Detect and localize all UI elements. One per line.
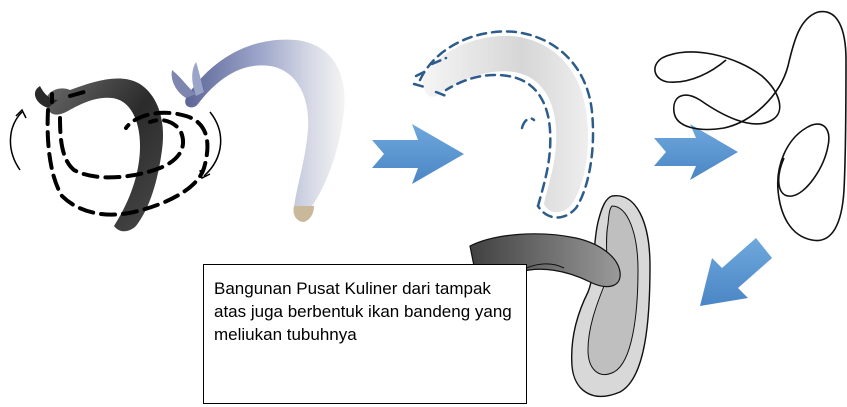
milkfish-photo	[172, 40, 345, 222]
caption-box: Bangunan Pusat Kuliner dari tampak atas …	[203, 264, 527, 404]
dark-fish-dashed-outline	[48, 92, 208, 215]
rotation-arrow-left-icon	[10, 110, 26, 170]
block-arrow-2-icon	[654, 124, 738, 180]
caption-text: Bangunan Pusat Kuliner dari tampak atas …	[214, 279, 512, 344]
block-arrow-1-icon	[372, 124, 464, 184]
white-fish-silhouette	[423, 36, 588, 212]
block-arrow-3-icon	[700, 238, 772, 306]
line-sketch-curl	[655, 12, 846, 241]
